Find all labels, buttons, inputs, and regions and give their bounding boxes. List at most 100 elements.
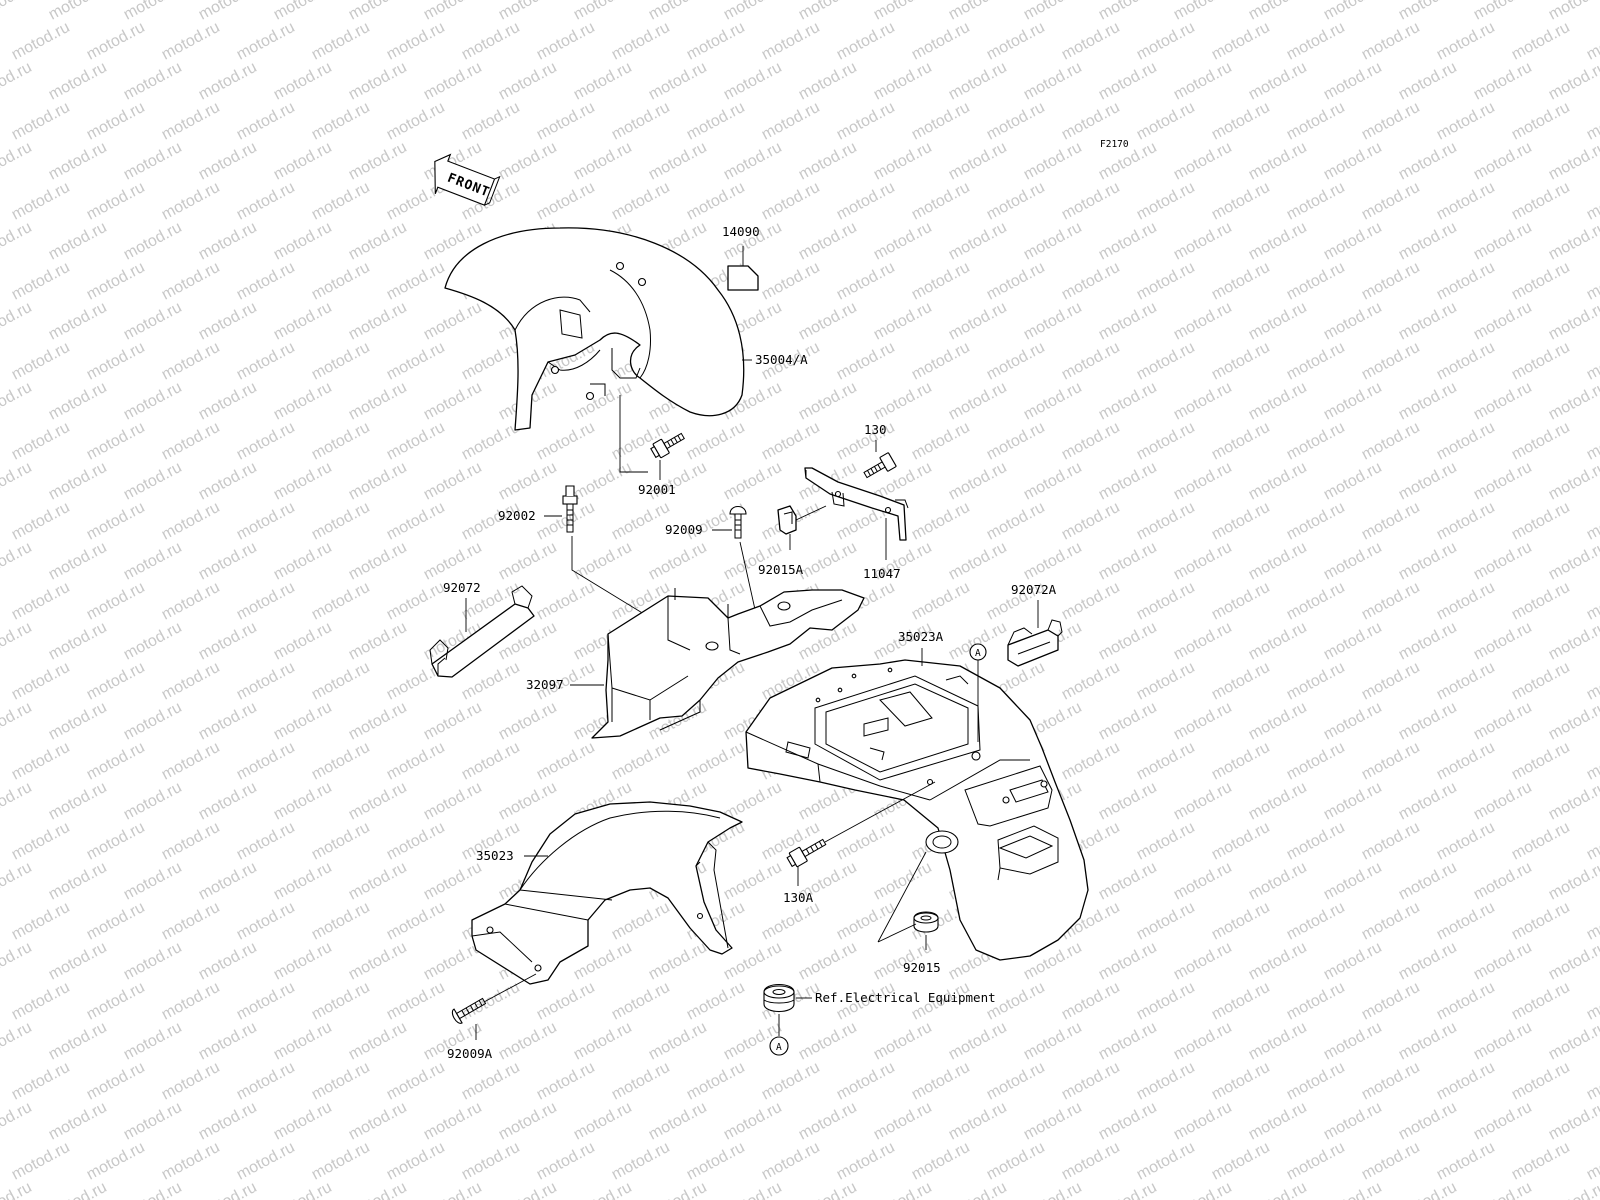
- watermark-text: motod.ru: [1584, 1059, 1600, 1104]
- watermark-text: motod.ru: [1434, 579, 1498, 624]
- watermark-text: motod.ru: [984, 19, 1048, 64]
- watermark-text: motod.ru: [1471, 379, 1535, 424]
- watermark-text: motod.ru: [346, 59, 410, 104]
- watermark-text: motod.ru: [1321, 939, 1385, 984]
- watermark-text: motod.ru: [871, 0, 935, 24]
- watermark-text: motod.ru: [1509, 659, 1573, 704]
- watermark-text: motod.ru: [1021, 219, 1085, 264]
- bolt-130a: [786, 838, 827, 868]
- watermark-text: motod.ru: [1471, 139, 1535, 184]
- watermark-text: motod.ru: [1059, 99, 1123, 144]
- label-92072: 92072: [443, 580, 481, 595]
- front-arrow-icon: FRONT: [434, 153, 501, 206]
- watermark-text: motod.ru: [1321, 1019, 1385, 1064]
- watermark-text: motod.ru: [1096, 699, 1160, 744]
- watermark-text: motod.ru: [1246, 139, 1310, 184]
- label-92015a: 92015A: [758, 562, 804, 577]
- watermark-text: motod.ru: [1321, 539, 1385, 584]
- watermark-text: motod.ru: [346, 1099, 410, 1144]
- watermark-text: motod.ru: [309, 499, 373, 544]
- watermark-text: motod.ru: [1584, 739, 1600, 784]
- watermark-text: motod.ru: [459, 339, 523, 384]
- watermark-text: motod.ru: [159, 419, 223, 464]
- watermark-text: motod.ru: [1096, 299, 1160, 344]
- watermark-text: motod.ru: [1321, 1179, 1385, 1200]
- watermark-text: motod.ru: [384, 419, 448, 464]
- watermark-text: motod.ru: [459, 99, 523, 144]
- watermark-text: motod.ru: [1584, 419, 1600, 464]
- watermark-text: motod.ru: [1171, 59, 1235, 104]
- watermark-text: motod.ru: [646, 0, 710, 24]
- watermark-text: motod.ru: [84, 899, 148, 944]
- watermark-text: motod.ru: [1321, 859, 1385, 904]
- watermark-text: motod.ru: [646, 1099, 710, 1144]
- watermark-text: motod.ru: [196, 619, 260, 664]
- watermark-text: motod.ru: [609, 19, 673, 64]
- watermark-text: motod.ru: [721, 859, 785, 904]
- watermark-text: motod.ru: [9, 739, 73, 784]
- watermark-text: motod.ru: [1021, 539, 1085, 584]
- grommet-92015: [913, 911, 939, 933]
- watermark-text: motod.ru: [1021, 459, 1085, 504]
- watermark-text: motod.ru: [609, 1139, 673, 1184]
- label-35004a: 35004/A: [755, 352, 808, 367]
- grommet-ref-electrical: [763, 983, 795, 1013]
- watermark-text: motod.ru: [1059, 1139, 1123, 1184]
- watermark-text: motod.ru: [46, 1099, 110, 1144]
- watermark-text: motod.ru: [271, 459, 335, 504]
- watermark-text: motod.ru: [871, 1019, 935, 1064]
- watermark-text: motod.ru: [159, 259, 223, 304]
- watermark-text: motod.ru: [759, 1139, 823, 1184]
- watermark-text: motod.ru: [159, 19, 223, 64]
- watermark-text: motod.ru: [46, 779, 110, 824]
- watermark-text: motod.ru: [496, 459, 560, 504]
- watermark-text: motod.ru: [1434, 739, 1498, 784]
- watermark-text: motod.ru: [909, 339, 973, 384]
- watermark-text: motod.ru: [1059, 1059, 1123, 1104]
- watermark-text: motod.ru: [759, 419, 823, 464]
- watermark-text: motod.ru: [309, 259, 373, 304]
- watermark-text: motod.ru: [1284, 899, 1348, 944]
- watermark-text: motod.ru: [1209, 99, 1273, 144]
- watermark-text: motod.ru: [984, 499, 1048, 544]
- watermark-text: motod.ru: [1434, 659, 1498, 704]
- watermark-text: motod.ru: [121, 139, 185, 184]
- watermark-text: motod.ru: [1509, 499, 1573, 544]
- watermark-text: motod.ru: [1471, 619, 1535, 664]
- watermark-text: motod.ru: [684, 179, 748, 224]
- watermark-text: motod.ru: [984, 419, 1048, 464]
- watermark-text: motod.ru: [1584, 1139, 1600, 1184]
- watermark-text: motod.ru: [0, 0, 35, 24]
- watermark-text: motod.ru: [1209, 979, 1273, 1024]
- watermark-text: motod.ru: [1584, 99, 1600, 144]
- watermark-text: motod.ru: [121, 219, 185, 264]
- watermark-text: motod.ru: [309, 819, 373, 864]
- watermark-text: motod.ru: [234, 979, 298, 1024]
- watermark-text: motod.ru: [84, 339, 148, 384]
- watermark-text: motod.ru: [1209, 659, 1273, 704]
- label-92015: 92015: [903, 960, 941, 975]
- watermark-text: motod.ru: [1584, 899, 1600, 944]
- watermark-text: motod.ru: [1471, 299, 1535, 344]
- watermark-text: motod.ru: [384, 1059, 448, 1104]
- nut-92015a: [777, 505, 797, 535]
- watermark-text: motod.ru: [1321, 139, 1385, 184]
- watermark-text: motod.ru: [0, 859, 35, 904]
- watermark-text: motod.ru: [1434, 1139, 1498, 1184]
- watermark-text: motod.ru: [0, 779, 35, 824]
- watermark-text: motod.ru: [1321, 459, 1385, 504]
- watermark-text: motod.ru: [496, 1179, 560, 1200]
- watermark-text: motod.ru: [234, 499, 298, 544]
- watermark-text: motod.ru: [721, 459, 785, 504]
- watermark-text: motod.ru: [1434, 419, 1498, 464]
- watermark-text: motod.ru: [1321, 219, 1385, 264]
- watermark-text: motod.ru: [46, 859, 110, 904]
- watermark-text: motod.ru: [9, 1139, 73, 1184]
- watermark-text: motod.ru: [46, 1179, 110, 1200]
- watermark-text: motod.ru: [234, 99, 298, 144]
- screw-92009a: [451, 997, 487, 1024]
- watermark-text: motod.ru: [1546, 1099, 1600, 1144]
- watermark-text: motod.ru: [234, 899, 298, 944]
- watermark-text: motod.ru: [234, 1139, 298, 1184]
- watermark-text: motod.ru: [46, 139, 110, 184]
